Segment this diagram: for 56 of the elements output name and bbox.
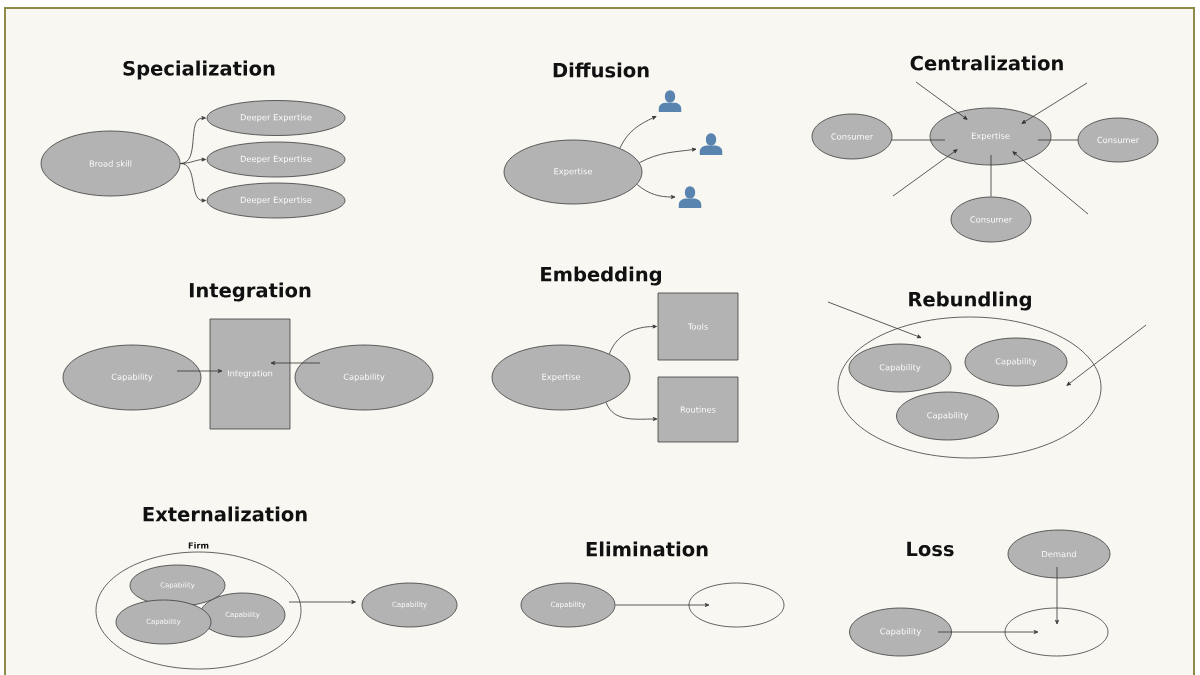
connector-line	[1037, 139, 1079, 141]
ellipse-node: Consumer	[1077, 117, 1159, 163]
arrow	[639, 147, 697, 164]
ellipse-node: Expertise	[503, 139, 643, 205]
empty-ellipse	[688, 582, 785, 628]
box-node: Routines	[657, 376, 739, 443]
arrow	[915, 81, 968, 120]
section-heading: Integration	[189, 282, 311, 302]
ellipse-node: Capability	[848, 343, 952, 393]
empty-ellipse	[1004, 607, 1109, 657]
ellipse-node: Consumer	[950, 196, 1032, 243]
ellipse-node: Capability	[964, 337, 1068, 387]
section-heading: Externalization	[143, 506, 307, 522]
connector-line	[990, 154, 992, 197]
arrow	[176, 369, 223, 373]
ellipse-node: Capability	[896, 391, 999, 441]
ellipse-node: Deeper Expertise	[206, 100, 346, 136]
ellipse-node: Deeper Expertise	[206, 182, 346, 219]
arrow	[180, 116, 206, 164]
ellipse-node: Broad skill	[40, 130, 181, 197]
arrow	[1012, 151, 1089, 215]
section-heading: Centralization	[910, 55, 1063, 71]
section-heading: Rebundling	[909, 291, 1031, 311]
ellipse-node: Capability	[294, 344, 434, 411]
arrow	[619, 116, 657, 149]
section-heading: Diffusion	[553, 62, 649, 78]
arrow	[1066, 324, 1147, 386]
node-label: Firm	[188, 542, 209, 549]
ellipse-node: Demand	[1007, 529, 1111, 579]
arrow	[1055, 566, 1059, 625]
person-icon	[678, 186, 702, 208]
arrow	[827, 301, 922, 339]
section-heading: Loss	[907, 541, 954, 557]
arrow	[180, 163, 206, 203]
box-node: Integration	[209, 318, 291, 430]
section-heading: Embedding	[541, 266, 661, 286]
arrow	[605, 402, 658, 421]
arrow	[1021, 82, 1088, 124]
ellipse-node: Capability	[849, 607, 952, 657]
person-icon	[699, 133, 723, 155]
ellipse-node: Expertise	[491, 344, 631, 411]
arrow	[636, 184, 676, 199]
section-heading: Elimination	[586, 541, 708, 557]
arrow	[288, 600, 356, 604]
person-icon	[658, 90, 682, 112]
ellipse-node: Deeper Expertise	[206, 141, 346, 178]
box-node: Tools	[657, 292, 739, 361]
arrow	[892, 149, 958, 197]
arrow	[937, 630, 1039, 634]
ellipse-node: Consumer	[811, 113, 893, 160]
connector-line	[891, 139, 946, 141]
arrow	[615, 603, 710, 607]
section-heading: Specialization	[123, 60, 275, 80]
ellipse-node: Expertise	[929, 107, 1052, 166]
arrow	[608, 324, 657, 355]
ellipse-node: Capability	[62, 344, 202, 411]
